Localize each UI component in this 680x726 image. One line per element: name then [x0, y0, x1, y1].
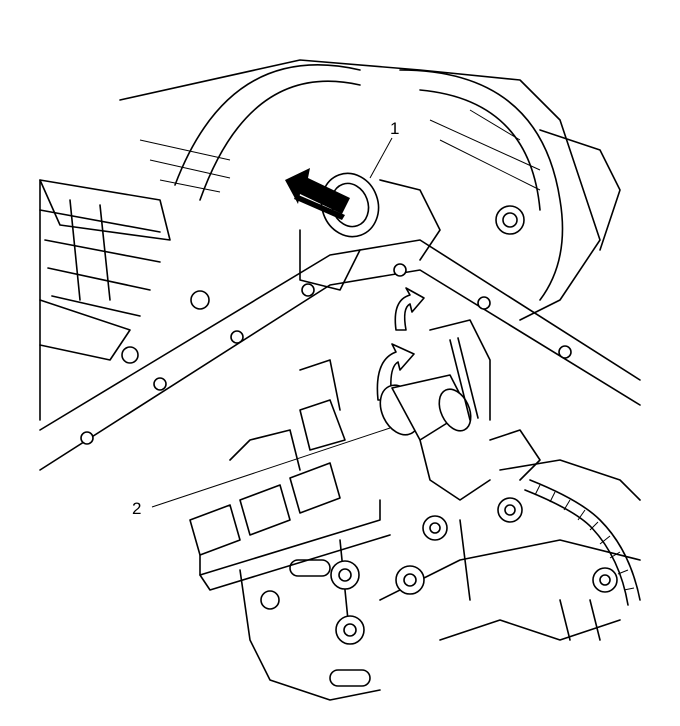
transmission-case	[119, 59, 621, 321]
case-fins	[39, 179, 171, 421]
valve-body	[239, 497, 641, 701]
rotation-arrow-lower	[376, 343, 415, 401]
rotation-arrow-upper	[394, 287, 425, 331]
pan-gasket-rail	[39, 239, 641, 471]
leader-lines	[151, 137, 393, 508]
callout-2: 2	[132, 499, 141, 518]
connector-assembly	[379, 319, 491, 501]
callout-1: 1	[390, 119, 399, 138]
removal-arrow	[285, 168, 350, 220]
solenoid-clips	[189, 359, 391, 591]
shaft-ring	[299, 172, 525, 291]
wiring-harness	[489, 429, 641, 606]
